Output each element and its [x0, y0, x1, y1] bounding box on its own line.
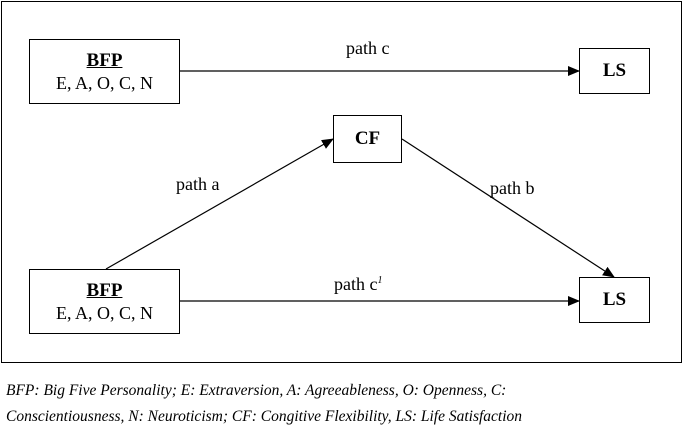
path-b-label: path b [490, 178, 535, 198]
arrow-path-b [401, 138, 615, 278]
path-c-label: path c [346, 38, 390, 58]
bfp-box-bottom: BFP E, A, O, C, N [29, 269, 180, 334]
bfp-top-traits: E, A, O, C, N [55, 72, 153, 93]
bfp-bottom-traits: E, A, O, C, N [55, 302, 153, 323]
cf-label: CF [354, 128, 381, 149]
path-c-prime-superscript: 1 [377, 275, 383, 286]
ls-box-bottom: LS [579, 277, 650, 323]
diagram-frame [1, 1, 682, 363]
figure-caption: BFP: Big Five Personality; E: Extraversi… [6, 378, 678, 430]
ls-top-label: LS [602, 60, 627, 81]
path-c-prime-label: path c1 [334, 274, 382, 295]
path-c-prime-text: path c [334, 274, 378, 294]
ls-box-top: LS [579, 48, 650, 94]
arrow-path-a [105, 138, 334, 270]
caption-line-2: Conscientiousness, N: Neuroticism; CF: C… [6, 408, 523, 425]
ls-bottom-label: LS [602, 289, 627, 310]
bfp-bottom-title: BFP [86, 279, 123, 301]
caption-line-1: BFP: Big Five Personality; E: Extraversi… [6, 382, 507, 399]
cf-box: CF [333, 115, 402, 163]
bfp-top-title: BFP [86, 49, 123, 71]
bfp-box-top: BFP E, A, O, C, N [29, 39, 180, 104]
path-a-label: path a [176, 174, 220, 194]
